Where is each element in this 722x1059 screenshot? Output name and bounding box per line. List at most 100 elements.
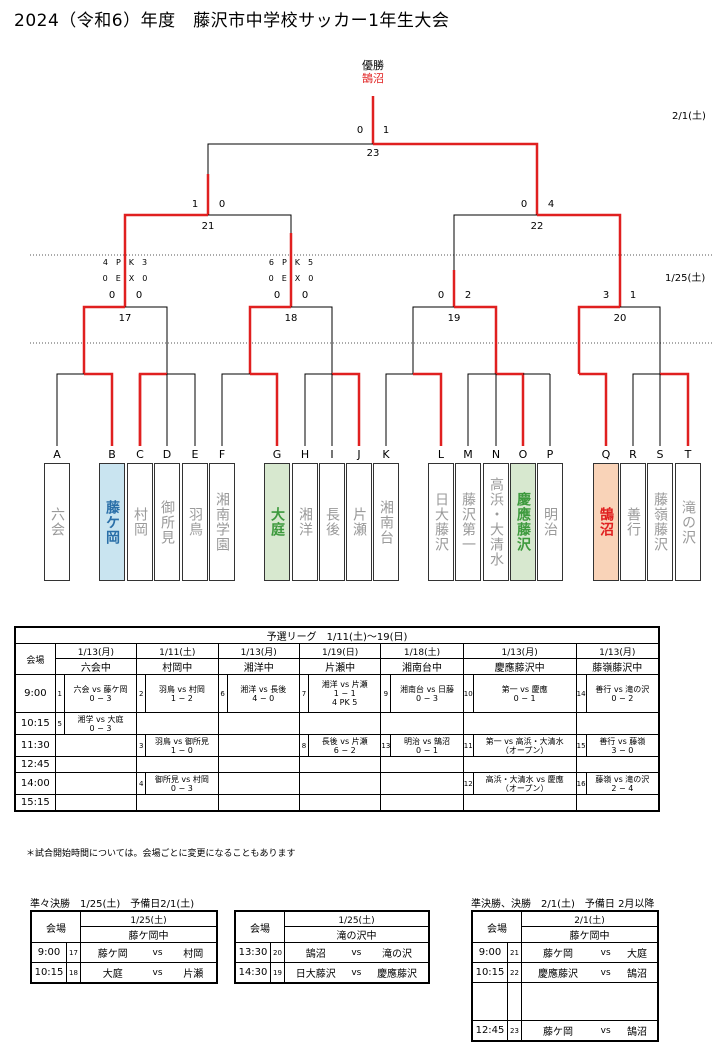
match-no: 7 xyxy=(298,674,310,713)
team-a: 鵠沼 xyxy=(283,942,347,963)
match-no: 2 xyxy=(136,674,147,713)
semi-title: 準決勝、決勝 2/1(土) 予備日 2月以降 xyxy=(471,899,655,910)
match-score: 1 − 1 xyxy=(333,689,356,698)
match-no: 16 xyxy=(575,772,587,795)
quarter-venue-cell: 滝の沢中 xyxy=(283,926,430,943)
m23-right-score: 1 xyxy=(382,125,390,136)
match-score: 0 − 3 xyxy=(416,693,439,703)
m23-left-score: 0 xyxy=(356,125,364,136)
team-b: 慶應藤沢 xyxy=(366,962,430,984)
group-g-win xyxy=(250,372,279,446)
match-teams: 明治 vs 鵠沼 xyxy=(404,736,451,746)
match-teams: 善行 vs 藤嶺 xyxy=(599,736,646,746)
m21-no: 21 xyxy=(201,221,215,232)
vs-label: vs xyxy=(594,1020,618,1042)
match-score: 0 − 3 xyxy=(170,783,193,793)
team-letter-t: T xyxy=(684,448,692,461)
quarter-date: 1/25(土) xyxy=(665,273,706,284)
team-b: 村岡 xyxy=(170,942,218,963)
m20-right-score: 1 xyxy=(629,290,637,301)
quarter-date-cell: 1/25(土) xyxy=(79,910,218,927)
match-no: 10 xyxy=(462,674,474,713)
match-score: 0 − 1 xyxy=(416,745,439,755)
m22-left-score: 0 xyxy=(520,199,528,210)
match-no: 13 xyxy=(380,734,392,757)
group-q-win xyxy=(579,372,608,446)
team-letter-q: Q xyxy=(601,448,611,461)
team-box-b: 藤ケ岡 xyxy=(99,463,125,581)
match-score: 6 − 2 xyxy=(333,745,356,755)
team-letter-c: C xyxy=(136,448,144,461)
venue-header: 会場 xyxy=(30,910,81,943)
match-score: 2 − 4 xyxy=(611,783,634,793)
league-date: 1/13(月) xyxy=(54,643,138,659)
time-cell: 15:15 xyxy=(14,794,56,811)
m17-left-score: 0 xyxy=(108,290,116,301)
match-score: 0 − 3 xyxy=(89,693,112,703)
team-b: 鵠沼 xyxy=(617,1020,659,1042)
team-box-h: 湘洋 xyxy=(292,463,318,581)
match-no: 23 xyxy=(507,1020,522,1042)
semi-venue-cell: 藤ケ岡中 xyxy=(520,926,659,943)
match-no: 20 xyxy=(270,942,285,963)
league-venue: 湘洋中 xyxy=(217,658,300,675)
team-letter-m: M xyxy=(463,448,473,461)
team-a: 日大藤沢 xyxy=(283,962,347,984)
schedule-note: ＊試合開始時間については。会場ごとに変更になることもあります xyxy=(26,849,296,859)
time-cell xyxy=(471,982,508,1021)
team-letter-l: L xyxy=(437,448,445,461)
final-win-right xyxy=(373,142,539,215)
team-box-r: 善行 xyxy=(620,463,646,581)
team-box-p: 明治 xyxy=(537,463,563,581)
team-a: 大庭 xyxy=(79,962,145,984)
match-score: 1 − 0 xyxy=(170,745,193,755)
m22-right-score: 4 xyxy=(547,199,555,210)
group-a xyxy=(56,373,84,446)
m17-no: 17 xyxy=(118,313,132,324)
match-no: 21 xyxy=(507,942,522,963)
match-teams: 第一 vs 慶應 xyxy=(501,684,548,694)
champion-name: 鵠沼 xyxy=(362,72,384,85)
match-score: 0 − 3 xyxy=(89,723,112,733)
time-cell: 12:45 xyxy=(14,756,56,773)
quarter-venue-cell: 藤ケ岡中 xyxy=(79,926,218,943)
team-letter-f: F xyxy=(218,448,226,461)
team-box-f: 湘南学園 xyxy=(209,463,235,581)
team-box-g: 大庭 xyxy=(264,463,290,581)
quarter-date-cell: 1/25(土) xyxy=(283,910,430,927)
match-teams: 藤嶺 vs 滝の沢 xyxy=(595,774,650,784)
team-box-k: 湘南台 xyxy=(373,463,399,581)
team-letter-d: D xyxy=(162,448,172,461)
quarter-table-1: 会場 1/25(土) 藤ケ岡中 9:00 17 藤ケ岡 vs 村岡 10:15 … xyxy=(30,910,218,984)
match-no: 3 xyxy=(136,734,147,757)
group-e xyxy=(167,373,196,446)
league-date: 1/13(月) xyxy=(462,643,577,659)
team-b: 鵠沼 xyxy=(617,962,659,983)
team-box-n: 高浜・大清水 xyxy=(483,463,509,581)
m20-left-score: 3 xyxy=(602,290,610,301)
m17-pk: 4 P K 3 xyxy=(102,258,148,267)
league-table: 予選リーグ 1/11(土)〜19(日) 会場 1/13(月) 1/11(土) 1… xyxy=(14,626,660,812)
m19-right-score: 2 xyxy=(464,290,472,301)
match-no: 6 xyxy=(217,674,228,713)
m21-right-score: 0 xyxy=(218,199,226,210)
team-letter-j: J xyxy=(357,448,361,461)
league-date: 1/13(月) xyxy=(217,643,300,659)
match-no: 1 xyxy=(54,674,65,713)
team-a: 慶應藤沢 xyxy=(520,962,595,983)
group-k xyxy=(385,373,413,446)
page-title: 2024（令和6）年度 藤沢市中学校サッカー1年生大会 xyxy=(14,11,450,31)
league-venue: 慶應藤沢中 xyxy=(462,658,577,675)
m23-no: 23 xyxy=(366,148,380,159)
match-teams: 長後 vs 片瀬 xyxy=(321,736,368,746)
group-b-win xyxy=(84,372,114,446)
match-score: （オープン） xyxy=(500,745,549,755)
team-box-a: 六会 xyxy=(44,463,70,581)
team-a: 藤ケ岡 xyxy=(520,942,595,963)
